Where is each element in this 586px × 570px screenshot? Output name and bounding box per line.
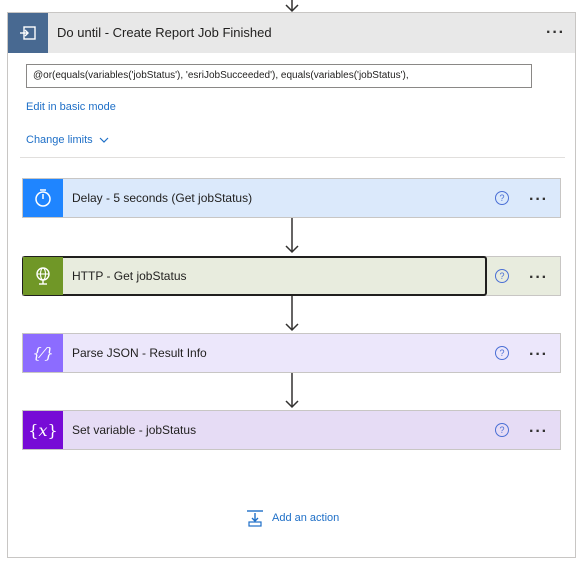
action-card-set-variable[interactable]: {x} Set variable - jobStatus ? ··· [22,410,561,450]
add-action-label: Add an action [272,512,340,524]
more-options-button[interactable]: ··· [546,24,565,41]
json-icon: {⁄} [23,334,63,372]
more-options-button[interactable]: ··· [529,423,548,440]
connector-arrow [285,373,299,409]
do-until-title: Do until - Create Report Job Finished [57,25,272,40]
edit-basic-mode-link[interactable]: Edit in basic mode [26,101,116,113]
globe-icon [23,257,63,295]
action-card-http[interactable]: HTTP - Get jobStatus ? ··· [22,256,561,296]
change-limits-button[interactable]: Change limits [26,134,109,146]
help-icon[interactable]: ? [495,269,509,283]
action-label: HTTP - Get jobStatus [72,269,187,283]
add-action-button[interactable]: Add an action [246,509,339,527]
chevron-down-icon [99,137,109,143]
variable-icon: {x} [23,411,63,449]
connector-arrow-top [285,0,299,13]
action-label: Parse JSON - Result Info [72,346,207,360]
divider [20,157,565,158]
do-until-header[interactable]: Do until - Create Report Job Finished ··… [8,13,575,53]
connector-arrow [285,218,299,254]
change-limits-label: Change limits [26,134,93,146]
help-icon[interactable]: ? [495,423,509,437]
action-card-delay[interactable]: Delay - 5 seconds (Get jobStatus) ? ··· [22,178,561,218]
help-icon[interactable]: ? [495,346,509,360]
condition-expression-field[interactable]: @or(equals(variables('jobStatus'), 'esri… [26,64,532,88]
more-options-button[interactable]: ··· [529,269,548,286]
more-options-button[interactable]: ··· [529,191,548,208]
timer-icon [23,179,63,217]
action-label: Delay - 5 seconds (Get jobStatus) [72,191,253,205]
action-card-parse-json[interactable]: {⁄} Parse JSON - Result Info ? ··· [22,333,561,373]
loop-icon [8,13,48,53]
connector-arrow [285,296,299,332]
action-label: Set variable - jobStatus [72,423,197,437]
help-icon[interactable]: ? [495,191,509,205]
add-action-icon [247,510,263,527]
more-options-button[interactable]: ··· [529,346,548,363]
